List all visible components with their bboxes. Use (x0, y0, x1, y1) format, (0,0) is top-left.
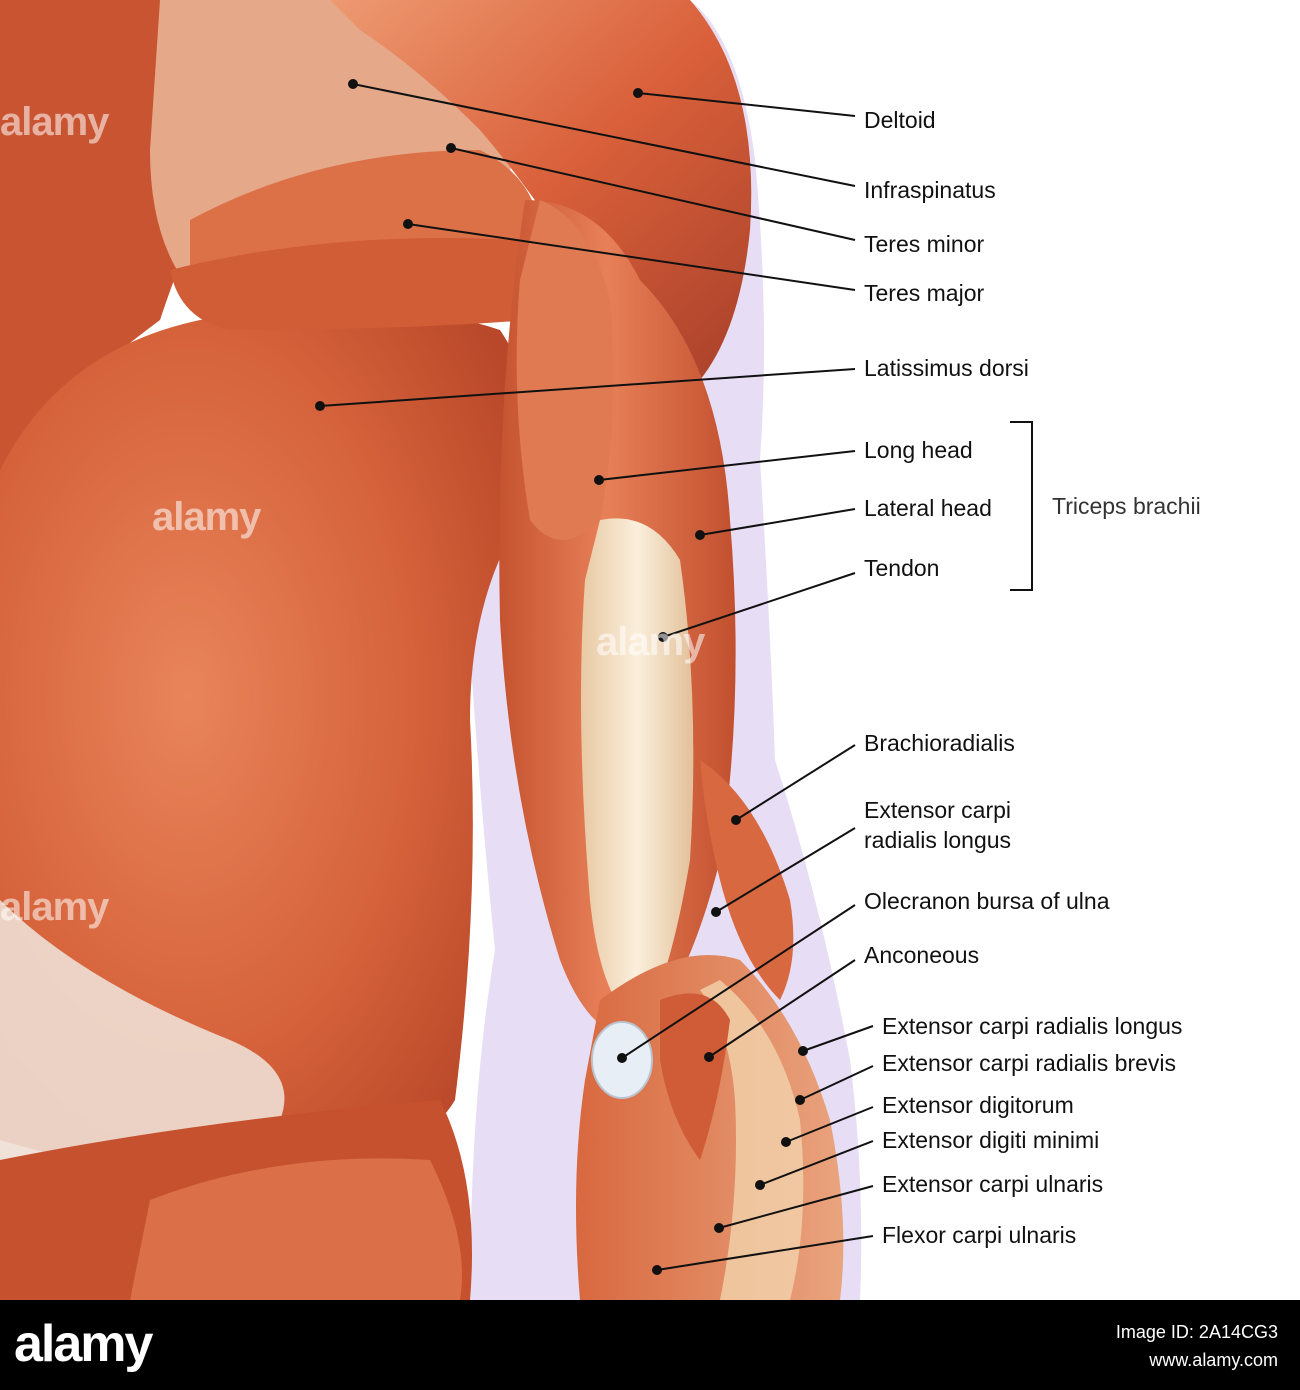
image-id: Image ID: 2A14CG3 (1115, 1322, 1278, 1342)
anconeous-shape (660, 993, 730, 1160)
label-deltoid: Deltoid (864, 107, 936, 133)
triceps-bracket (1010, 421, 1033, 591)
anatomy-diagram: Deltoid Infraspinatus Teres minor Teres … (0, 0, 1201, 1300)
label-teres-minor: Teres minor (864, 231, 985, 257)
label-long-head: Long head (864, 437, 973, 463)
leader-teres-minor (450, 147, 856, 241)
watermark: alamy (0, 100, 109, 144)
triceps-tendon-shape (581, 518, 694, 1030)
leader-dot (315, 401, 325, 411)
muscle-illustration (0, 0, 862, 1300)
teres-major-shape (170, 238, 543, 330)
lower-muscle-2 (130, 1158, 462, 1300)
label-teres-major: Teres major (864, 280, 985, 306)
leader-fcu (656, 1235, 874, 1271)
leader-dot (594, 475, 604, 485)
leader-teres-major (407, 223, 856, 291)
leader-dot (798, 1046, 808, 1056)
leader-dot (446, 143, 456, 153)
leader-dot (652, 1265, 662, 1275)
long-head-shape (516, 200, 614, 540)
leader-deltoid (637, 92, 856, 117)
label-brachioradialis: Brachioradialis (864, 730, 1015, 756)
leader-ext-digiti-minimi (759, 1140, 874, 1186)
latissimus-shape (0, 307, 536, 1173)
leader-brachioradialis (735, 744, 856, 821)
label-ecrb: Extensor carpi radialis brevis (882, 1050, 1177, 1076)
leader-olecranon (621, 904, 856, 1059)
label-lateral-head: Lateral head (864, 495, 992, 521)
label-ecrl-lower: Extensor carpi radialis longus (882, 1013, 1183, 1039)
watermark: alamy (0, 885, 109, 929)
label-tendon: Tendon (864, 555, 940, 581)
deltoid-shape (330, 0, 752, 380)
leader-dot (714, 1223, 724, 1233)
footer-logo[interactable]: alamy (14, 1315, 153, 1373)
leader-dot (617, 1053, 627, 1063)
leader-ecu (718, 1185, 874, 1229)
footer-bar: alamy Image ID: 2A14CG3 www.alamy.com (0, 1300, 1300, 1390)
leader-ecrl-upper (715, 827, 856, 913)
leader-dot (658, 632, 668, 642)
label-fcu: Flexor carpi ulnaris (882, 1222, 1077, 1248)
leader-dot (633, 88, 643, 98)
label-ext-digiti-minimi: Extensor digiti minimi (882, 1127, 1100, 1153)
leader-ext-digitorum (785, 1106, 874, 1143)
leader-dot (781, 1137, 791, 1147)
leader-dot (348, 79, 358, 89)
brachioradialis-shape (700, 760, 794, 1000)
leader-dot (704, 1052, 714, 1062)
site-link[interactable]: www.alamy.com (1149, 1350, 1278, 1370)
forearm-tendons (700, 980, 804, 1300)
leader-dot (695, 530, 705, 540)
leader-ecrl-lower (802, 1025, 874, 1052)
leader-dot (795, 1095, 805, 1105)
label-triceps-brachii: Triceps brachii (1052, 493, 1201, 519)
footer-info: Image ID: 2A14CG3 www.alamy.com (1116, 1318, 1278, 1374)
label-ext-digitorum: Extensor digitorum (882, 1092, 1074, 1118)
watermark: alamy (596, 620, 705, 664)
label-olecranon-bursa: Olecranon bursa of ulna (864, 888, 1110, 914)
leader-ecrb (799, 1065, 874, 1101)
leader-infraspinatus (352, 83, 856, 187)
label-infraspinatus: Infraspinatus (864, 177, 996, 203)
watermark: alamy (152, 495, 261, 539)
label-latissimus-dorsi: Latissimus dorsi (864, 355, 1029, 381)
label-anconeous: Anconeous (864, 942, 980, 968)
leader-dot (731, 815, 741, 825)
leader-lateral-head (699, 508, 856, 536)
leader-dot (755, 1180, 765, 1190)
fascia (0, 900, 285, 1160)
label-ecrl-upper: Extensor carpi radialis longus (864, 797, 1012, 853)
leader-dot (711, 907, 721, 917)
leader-anconeous (708, 959, 856, 1058)
back-muscle (0, 0, 330, 560)
leader-latissimus (319, 368, 856, 407)
leader-long-head (598, 450, 856, 481)
leader-tendon (662, 572, 856, 638)
leader-dot (403, 219, 413, 229)
label-ecu: Extensor carpi ulnaris (882, 1171, 1104, 1197)
leader-lines (315, 79, 1033, 1275)
